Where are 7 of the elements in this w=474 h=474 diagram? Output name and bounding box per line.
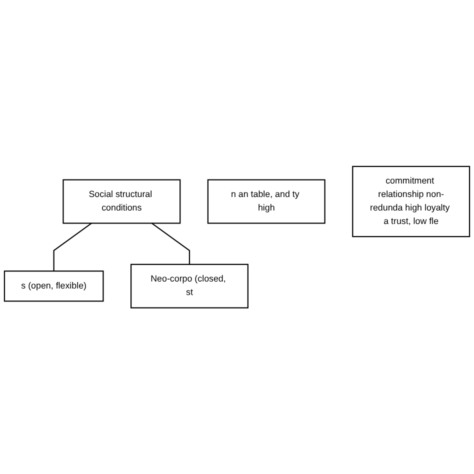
node-box: Neo-corpo (closed, st [130,264,248,308]
connector [53,222,92,271]
connector [151,222,190,264]
node-box: s (open, flexible) [4,270,104,302]
node-box: Social structural conditions [62,179,181,224]
node-box: n an table, and ty high [207,179,326,224]
node-box: commitment relationship non-redunda high loyalty a trust, low fle [352,166,470,237]
